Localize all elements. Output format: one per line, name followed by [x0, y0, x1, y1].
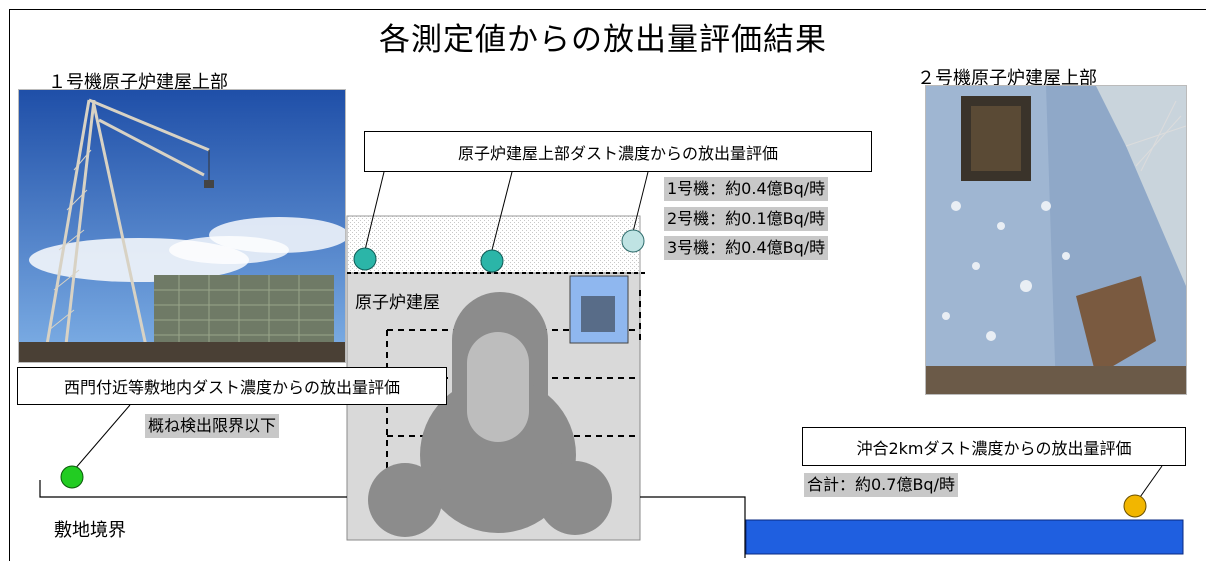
offshore-dust-eval-label: 沖合2kmダスト濃度からの放出量評価 — [802, 427, 1186, 466]
ground-line-right — [640, 496, 746, 558]
unit2-photo-label: ２号機原子炉建屋上部 — [917, 68, 1097, 89]
unit2-building-photo — [925, 85, 1187, 395]
site-release-value: 概ね検出限界以下 — [145, 414, 280, 438]
frame-top-line — [9, 9, 1206, 10]
frame-left-line — [9, 9, 10, 561]
page-title: 各測定値からの放出量評価結果 — [379, 22, 827, 58]
monitor-point-unit2 — [480, 249, 504, 273]
monitor-point-offshore — [1123, 494, 1147, 518]
site-boundary-label: 敷地境界 — [54, 520, 126, 541]
unit3-release-value: 3号機：約0.4億Bq/時 — [664, 236, 829, 260]
reactor-building-label: 原子炉建屋 — [355, 293, 440, 313]
containment-vessel — [368, 292, 612, 537]
monitor-point-site — [60, 465, 84, 489]
sea — [745, 519, 1184, 555]
offshore-release-value: 合計：約0.7億Bq/時 — [804, 473, 958, 497]
leader-lines — [73, 171, 1163, 501]
unit1-building-photo — [18, 89, 346, 363]
site-dust-eval-label: 西門付近等敷地内ダスト濃度からの放出量評価 — [17, 367, 447, 405]
monitor-point-unit1 — [353, 247, 377, 271]
fuel-rods — [581, 296, 615, 332]
unit1-photo-label: １号機原子炉建屋上部 — [48, 72, 228, 93]
upper-dust-eval-label: 原子炉建屋上部ダスト濃度からの放出量評価 — [364, 131, 872, 172]
fuel-pool — [569, 275, 629, 344]
ground-line-left — [39, 480, 347, 498]
monitor-point-unit3 — [621, 229, 645, 253]
reactor-vessel — [467, 332, 529, 442]
unit1-release-value: 1号機：約0.4億Bq/時 — [664, 177, 829, 201]
unit2-release-value: 2号機：約0.1億Bq/時 — [664, 207, 829, 231]
